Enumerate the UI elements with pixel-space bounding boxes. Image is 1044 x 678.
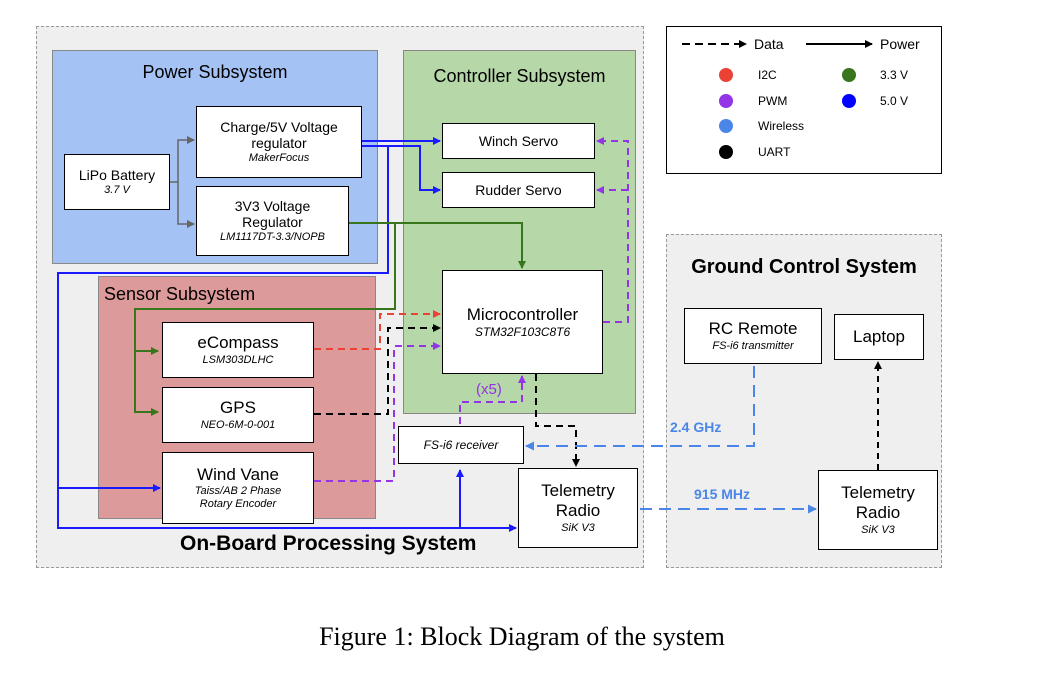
legend-wireless-dot (719, 119, 733, 133)
regulator-3v3-block: 3V3 Voltage Regulator LM1117DT-3.3/NOPB (196, 186, 349, 256)
gps-block: GPS NEO-6M-0-001 (162, 387, 314, 443)
fs-i6-receiver-block: FS-i6 receiver (398, 426, 524, 464)
pwm-x5-label: (x5) (476, 381, 502, 398)
wind-vane-block: Wind Vane Taiss/AB 2 Phase Rotary Encode… (162, 452, 314, 524)
freq-915mhz-label: 915 MHz (694, 486, 751, 502)
freq-2-4ghz-label: 2.4 GHz (670, 419, 722, 435)
telemetry-onboard-sub: SiK V3 (561, 521, 595, 534)
ground-system-title: Ground Control System (691, 256, 917, 278)
rc-remote-block: RC Remote FS-i6 transmitter (684, 308, 822, 364)
regulator-3v3-sub: LM1117DT-3.3/NOPB (220, 231, 325, 244)
rc-remote-sub: FS-i6 transmitter (712, 339, 794, 352)
legend-power-label: Power (880, 36, 920, 52)
rudder-servo-title: Rudder Servo (475, 181, 562, 198)
legend-5v0-label: 5.0 V (880, 94, 909, 108)
legend-pwm-dot (719, 94, 733, 108)
wind-vane-title: Wind Vane (197, 464, 279, 484)
ecompass-sub: LSM303DLHC (202, 353, 274, 366)
microcontroller-title: Microcontroller (466, 304, 579, 324)
figure-caption: Figure 1: Block Diagram of the system (319, 622, 725, 651)
legend-wireless-label: Wireless (758, 119, 805, 133)
charge-regulator-sub: MakerFocus (248, 152, 310, 165)
fs-i6-receiver-title: FS-i6 receiver (423, 437, 499, 452)
telemetry-onboard-block: Telemetry Radio SiK V3 (518, 468, 638, 548)
legend-i2c-label: I2C (758, 68, 777, 82)
laptop-title: Laptop (853, 326, 905, 346)
wind-vane-sub: Taiss/AB 2 Phase Rotary Encoder (194, 485, 282, 511)
gps-sub: NEO-6M-0-001 (200, 418, 276, 431)
charge-regulator-block: Charge/5V Voltage regulator MakerFocus (196, 106, 362, 178)
telemetry-ground-block: Telemetry Radio SiK V3 (818, 470, 938, 550)
legend-3v3-label: 3.3 V (880, 68, 909, 82)
legend-uart-label: UART (758, 145, 791, 159)
microcontroller-sub: STM32F103C8T6 (474, 325, 571, 339)
legend-data-label: Data (754, 36, 784, 52)
rudder-servo-block: Rudder Servo (442, 172, 595, 208)
ecompass-block: eCompass LSM303DLHC (162, 322, 314, 378)
sensor-subsystem-title: Sensor Subsystem (104, 284, 256, 304)
legend (666, 26, 942, 174)
laptop-block: Laptop (834, 314, 924, 360)
legend-pwm-label: PWM (758, 94, 788, 108)
controller-subsystem-title: Controller Subsystem (433, 66, 606, 86)
winch-servo-block: Winch Servo (442, 123, 595, 159)
telemetry-onboard-title: Telemetry Radio (541, 481, 615, 521)
lipo-battery-block: LiPo Battery 3.7 V (64, 154, 170, 210)
legend-3v3-dot (842, 68, 856, 82)
legend-uart-dot (719, 145, 733, 159)
ecompass-title: eCompass (197, 333, 279, 353)
telemetry-ground-title: Telemetry Radio (841, 483, 915, 523)
onboard-system-title: On-Board Processing System (180, 532, 477, 555)
microcontroller-block: Microcontroller STM32F103C8T6 (442, 270, 603, 374)
lipo-battery-sub: 3.7 V (104, 183, 130, 196)
winch-servo-title: Winch Servo (478, 132, 559, 149)
legend-i2c-dot (719, 68, 733, 82)
lipo-battery-title: LiPo Battery (78, 167, 156, 183)
gps-title: GPS (220, 398, 256, 418)
legend-5v0-dot (842, 94, 856, 108)
regulator-3v3-title: 3V3 Voltage Regulator (234, 197, 311, 231)
telemetry-ground-sub: SiK V3 (861, 523, 895, 536)
rc-remote-title: RC Remote (708, 319, 798, 339)
power-subsystem-title: Power Subsystem (142, 62, 288, 82)
charge-regulator-title: Charge/5V Voltage regulator (220, 118, 338, 152)
